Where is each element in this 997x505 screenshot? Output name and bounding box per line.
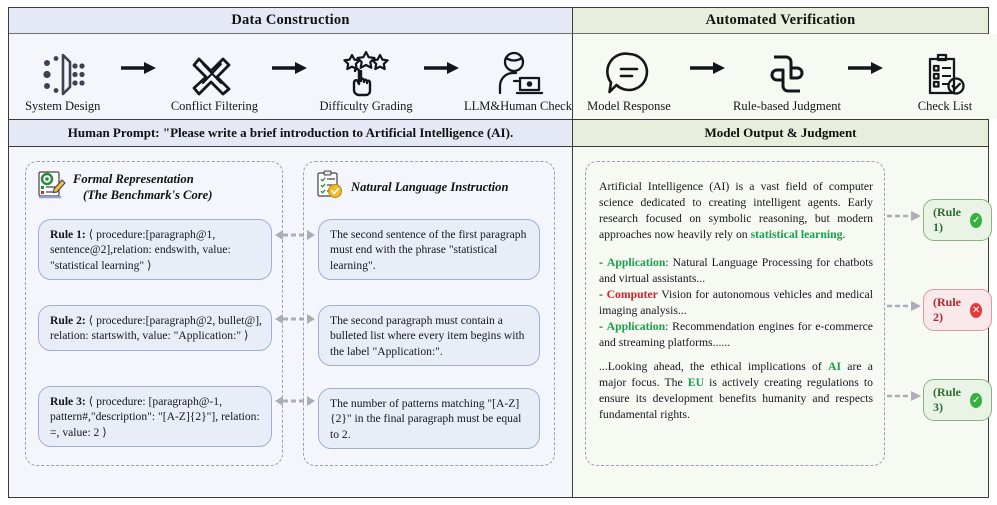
prompt-row: Human Prompt: "Please write a brief intr… (9, 120, 988, 147)
pipeline-arrow-3 (420, 40, 464, 114)
check-list-icon (922, 49, 968, 97)
output-bullet-list: - Application: Natural Language Processi… (599, 255, 873, 350)
construction-body: Formal Representation (The Benchmark's C… (9, 147, 573, 497)
pipeline-step-label: System Design (25, 98, 101, 113)
pipeline-arrow-2 (268, 40, 312, 114)
automated-verification-pipeline-cell: Model Response (573, 34, 997, 119)
nl-instruction-2: The second paragraph must contain a bull… (318, 305, 540, 367)
nl-instruction-1: The second sentence of the first paragra… (318, 219, 540, 281)
highlight-ai: AI (828, 360, 842, 373)
pipeline-step-label: Model Response (587, 98, 671, 113)
output-paragraph-3: ...Looking ahead, the ethical implicatio… (599, 360, 873, 421)
difficulty-grading-icon (340, 49, 392, 97)
data-construction-pipeline: System Design (9, 34, 572, 119)
cross-icon: ✕ (970, 302, 982, 318)
output-paragraph-1: Artificial Intelligence (AI) is a vast f… (599, 180, 873, 241)
pipeline-step-difficulty-grading: Difficulty Grading (312, 40, 420, 114)
conflict-filtering-icon (190, 49, 238, 97)
verification-arrow-1 (685, 40, 731, 114)
section-headers-row: Data Construction Automated Verification (9, 8, 988, 34)
pipeline-step-system-design: System Design (9, 40, 117, 114)
natural-language-title: Natural Language Instruction (351, 179, 509, 194)
data-construction-title: Data Construction (231, 12, 350, 28)
formal-rule-3-name: Rule 3: (50, 395, 86, 408)
rule-3-verdict-label: (Rule 3) (933, 385, 961, 414)
checklist-doc-icon (314, 170, 344, 205)
output-bullet-3: - Application: Recommendation engines fo… (599, 319, 873, 349)
pipeline-step-label: Conflict Filtering (170, 98, 258, 113)
bullet-2-label: Computer (606, 287, 658, 301)
formal-representation-header: Formal Representation (The Benchmark's C… (26, 162, 282, 205)
pipeline-step-check-list: Check List (889, 40, 997, 114)
pipeline-step-llm-human-check: LLM&Human Check (464, 40, 572, 114)
formal-rule-2-body: ⟨ procedure:[paragraph@2, bullet@], rela… (50, 314, 262, 343)
output-bullet-2: - Computer Vision for autonomous vehicle… (599, 287, 873, 317)
natural-language-panel: Natural Language Instruction The second … (303, 161, 555, 466)
data-construction-header-cell: Data Construction (9, 8, 573, 33)
formal-rule-1: Rule 1: ⟨ procedure:[paragraph@1, senten… (38, 219, 272, 281)
pipeline-step-label: Difficulty Grading (319, 98, 413, 113)
rule-3-verdict-badge[interactable]: (Rule 3) ✓ (923, 379, 992, 421)
formal-rule-3-body: ⟨ procedure: [paragraph@-1, pattern#,"de… (50, 395, 260, 439)
check-icon: ✓ (970, 392, 982, 408)
output-to-badge-connector-3 (887, 388, 923, 401)
pipeline-step-model-response: Model Response (573, 40, 685, 114)
figure-table: Data Construction Automated Verification (8, 7, 997, 498)
formal-representation-title: Formal Representation (The Benchmark's C… (73, 171, 213, 202)
model-output-body: Artificial Intelligence (AI) is a vast f… (573, 147, 992, 497)
output-bullet-1: - Application: Natural Language Processi… (599, 256, 873, 285)
bullet-3-label: Application (606, 319, 666, 333)
formal-rule-1-name: Rule 1: (50, 228, 86, 241)
human-prompt-text: Human Prompt: "Please write a brief intr… (67, 125, 514, 140)
pipeline-step-label: LLM&Human Check (464, 98, 572, 113)
pipeline-step-rule-based-judgment: Rule-based Judgment (731, 40, 843, 114)
body-row: Formal Representation (The Benchmark's C… (9, 147, 992, 497)
pipeline-step-label: Check List (917, 98, 973, 113)
automated-verification-title: Automated Verification (705, 12, 856, 28)
pipeline-step-conflict-filtering: Conflict Filtering (161, 40, 269, 114)
automated-verification-header-cell: Automated Verification (573, 8, 988, 33)
system-design-icon (38, 49, 88, 97)
model-output-title: Model Output & Judgment (704, 125, 857, 140)
formal-rule-2: Rule 2: ⟨ procedure:[paragraph@2, bullet… (38, 305, 272, 351)
data-construction-pipeline-cell: System Design (9, 34, 573, 119)
output-to-badge-connector-1 (887, 208, 923, 221)
rule-1-verdict-label: (Rule 1) (933, 205, 961, 234)
formal-rule-3: Rule 3: ⟨ procedure: [paragraph@-1, patt… (38, 386, 272, 448)
pipeline-arrow-1 (117, 40, 161, 114)
human-prompt-cell: Human Prompt: "Please write a brief intr… (9, 120, 573, 146)
rule-based-judgment-icon (763, 49, 811, 97)
formal-rule-2-name: Rule 2: (50, 314, 86, 327)
model-response-icon (605, 49, 653, 97)
rule-2-verdict-badge[interactable]: (Rule 2) ✕ (923, 289, 992, 331)
formal-rule-1-body: ⟨ procedure:[paragraph@1, sentence@2],re… (50, 228, 231, 272)
model-response-panel (585, 161, 885, 466)
highlight-eu: EU (687, 375, 705, 389)
natural-language-header: Natural Language Instruction (304, 162, 554, 205)
check-icon: ✓ (970, 212, 982, 228)
verification-arrow-2 (843, 40, 889, 114)
automated-verification-pipeline: Model Response (573, 34, 997, 119)
rule-1-verdict-badge[interactable]: (Rule 1) ✓ (923, 199, 992, 241)
pipeline-row: System Design (9, 34, 997, 120)
llm-human-check-icon (492, 49, 544, 97)
output-to-badge-connector-2 (887, 298, 923, 311)
formal-doc-gear-icon (36, 170, 66, 205)
model-output-header-cell: Model Output & Judgment (573, 120, 988, 146)
rule-2-verdict-label: (Rule 2) (933, 295, 961, 324)
pipeline-step-label: Rule-based Judgment (733, 98, 841, 113)
formal-representation-panel: Formal Representation (The Benchmark's C… (25, 161, 283, 466)
highlight-statistical-learning: statistical learning (750, 227, 843, 241)
nl-instruction-3: The number of patterns matching "[A-Z]{2… (318, 388, 540, 450)
bullet-1-label: Application (606, 256, 666, 269)
